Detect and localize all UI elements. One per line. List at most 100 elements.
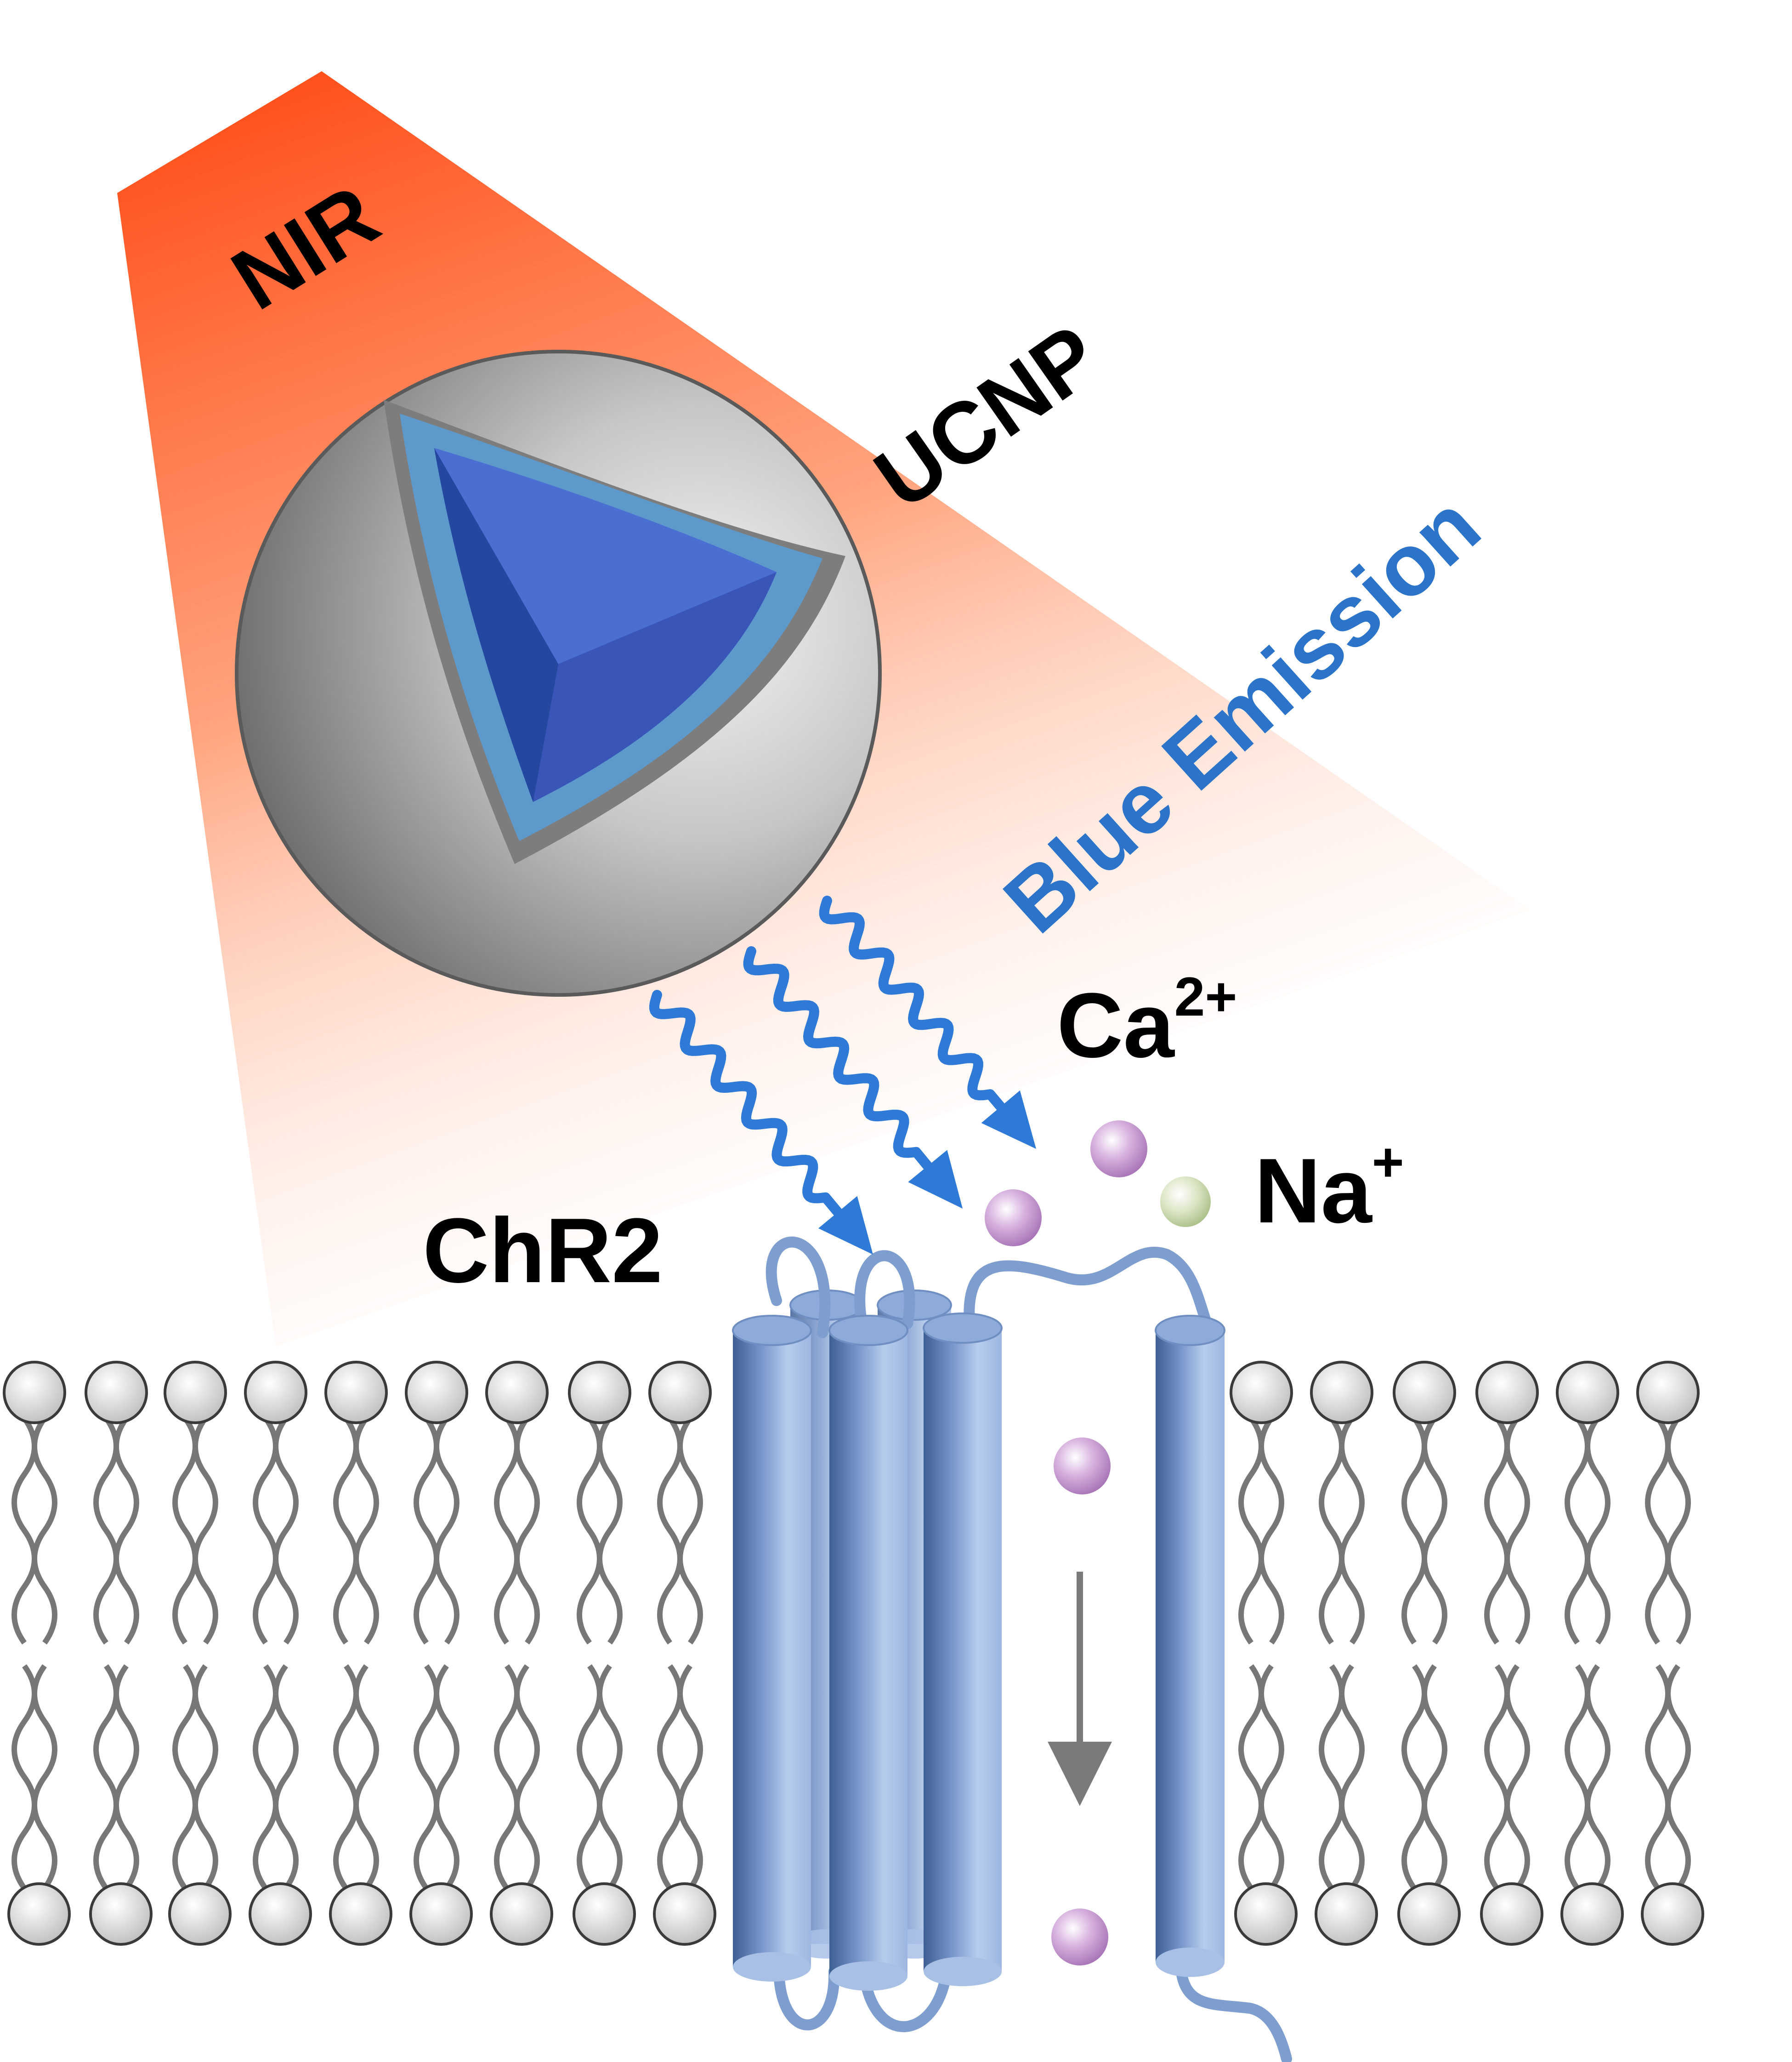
lipid-tail bbox=[414, 1664, 439, 1890]
chr2-channel bbox=[732, 1236, 1292, 2062]
lipid-tail bbox=[1665, 1416, 1691, 1645]
lipid-tail bbox=[1565, 1664, 1590, 1890]
lipid-tail bbox=[253, 1664, 278, 1890]
calcium-ion bbox=[1090, 1120, 1147, 1177]
lipid-bilayer bbox=[3, 1361, 1704, 1946]
lipid-head bbox=[405, 1361, 468, 1424]
calcium-ion-label: Ca2+ bbox=[1057, 966, 1237, 1077]
lipid-tail bbox=[1319, 1664, 1344, 1890]
lipid-tail bbox=[434, 1664, 459, 1890]
lipid-tail bbox=[353, 1664, 379, 1890]
lipid-tail bbox=[514, 1664, 540, 1890]
lipid-tail bbox=[1645, 1664, 1671, 1890]
transmembrane-helix-icon bbox=[1155, 1315, 1225, 1977]
chr2-extracellular-loop-2 bbox=[854, 1250, 915, 1338]
lipid-head bbox=[1234, 1882, 1298, 1946]
lipid-head bbox=[568, 1361, 631, 1424]
lipid-tail bbox=[1238, 1664, 1264, 1890]
lipid-tail bbox=[657, 1416, 683, 1645]
lipid-head bbox=[1556, 1361, 1619, 1424]
sodium-ion-label: Na+ bbox=[1254, 1131, 1404, 1242]
lipid-head bbox=[1560, 1882, 1624, 1946]
lipid-tail bbox=[1585, 1664, 1611, 1890]
lipid-tail bbox=[1238, 1416, 1264, 1645]
chr2-front-helices bbox=[732, 1312, 1225, 1991]
lipid-head bbox=[490, 1882, 553, 1946]
lipid-head bbox=[7, 1882, 71, 1946]
lipid-tail bbox=[494, 1664, 520, 1890]
lipid-head bbox=[485, 1361, 549, 1424]
lipid-head bbox=[1310, 1361, 1373, 1424]
lipid-tail bbox=[677, 1416, 703, 1645]
calcium-ion bbox=[1054, 1437, 1111, 1494]
lipid-head bbox=[1230, 1361, 1293, 1424]
lipid-head bbox=[85, 1361, 148, 1424]
lipid-tail bbox=[11, 1664, 37, 1890]
lipid-tail bbox=[597, 1416, 623, 1645]
lipid-tail bbox=[1422, 1664, 1447, 1890]
lipid-tail bbox=[434, 1416, 459, 1645]
calcium-charge: 2+ bbox=[1174, 966, 1237, 1028]
lipid-head bbox=[1393, 1361, 1456, 1424]
lipid-tail bbox=[93, 1664, 119, 1890]
lipid-tail bbox=[1645, 1416, 1671, 1645]
wavy-photon-arrow-icon bbox=[649, 990, 873, 1255]
lipid-head bbox=[1397, 1882, 1461, 1946]
chr2-intracellular-loop-2 bbox=[858, 1966, 952, 2032]
lipid-head bbox=[329, 1882, 392, 1946]
lipid-tail bbox=[414, 1416, 439, 1645]
lipid-tail bbox=[657, 1664, 683, 1890]
lipid-head bbox=[409, 1882, 473, 1946]
lipid-tail bbox=[1319, 1416, 1344, 1645]
lipid-tail bbox=[273, 1664, 299, 1890]
lipid-tail bbox=[333, 1416, 359, 1645]
lipid-head bbox=[3, 1361, 66, 1424]
calcium-ion bbox=[985, 1189, 1042, 1246]
lipid-tail bbox=[253, 1416, 278, 1645]
chr2-c-terminal-tail bbox=[1175, 1964, 1292, 2062]
lipid-head bbox=[573, 1882, 636, 1946]
lipid-tail bbox=[32, 1416, 57, 1645]
lipid-tail bbox=[172, 1416, 198, 1645]
lipid-tail bbox=[1339, 1416, 1365, 1645]
transmembrane-helix-icon bbox=[732, 1315, 812, 1982]
lipid-head bbox=[324, 1361, 388, 1424]
lipid-tail bbox=[1339, 1664, 1365, 1890]
lipid-tail bbox=[577, 1664, 602, 1890]
lipid-tail bbox=[1565, 1416, 1590, 1645]
blue-emission-arrows bbox=[649, 896, 1036, 1255]
lipid-tail bbox=[1259, 1664, 1284, 1890]
wavy-photon-arrow-icon bbox=[819, 896, 1036, 1149]
lipid-tail bbox=[353, 1416, 379, 1645]
lipid-tail bbox=[193, 1664, 218, 1890]
lipid-head bbox=[1480, 1882, 1543, 1946]
lipid-tail bbox=[1585, 1416, 1611, 1645]
chr2-extracellular-loop-3 bbox=[964, 1246, 1214, 1334]
sodium-charge: + bbox=[1372, 1131, 1404, 1193]
lipid-tail bbox=[1504, 1664, 1530, 1890]
lipid-tail bbox=[32, 1664, 57, 1890]
lipid-tail bbox=[514, 1416, 540, 1645]
lipid-tail bbox=[494, 1416, 520, 1645]
lipid-head bbox=[1641, 1882, 1704, 1946]
calcium-symbol: Ca bbox=[1057, 974, 1175, 1077]
lipid-tail bbox=[1484, 1416, 1510, 1645]
lipid-tail bbox=[1665, 1664, 1691, 1890]
lipid-tail bbox=[1504, 1416, 1530, 1645]
lipid-tail bbox=[113, 1664, 139, 1890]
chr2-extracellular-loop-1 bbox=[766, 1236, 831, 1338]
lipid-tail bbox=[172, 1664, 198, 1890]
lipid-head bbox=[249, 1882, 312, 1946]
ucnp-label: UCNP bbox=[858, 306, 1117, 528]
lipid-tail bbox=[577, 1416, 602, 1645]
lipid-tail bbox=[11, 1416, 37, 1645]
lipid-tail bbox=[1259, 1416, 1284, 1645]
lipid-head bbox=[164, 1361, 227, 1424]
lipid-tail bbox=[193, 1416, 218, 1645]
lipid-head bbox=[1315, 1882, 1378, 1946]
lipid-tail bbox=[113, 1416, 139, 1645]
lipid-tail bbox=[1401, 1416, 1427, 1645]
transmembrane-helix-icon bbox=[923, 1312, 1003, 1986]
lipid-tail bbox=[677, 1664, 703, 1890]
